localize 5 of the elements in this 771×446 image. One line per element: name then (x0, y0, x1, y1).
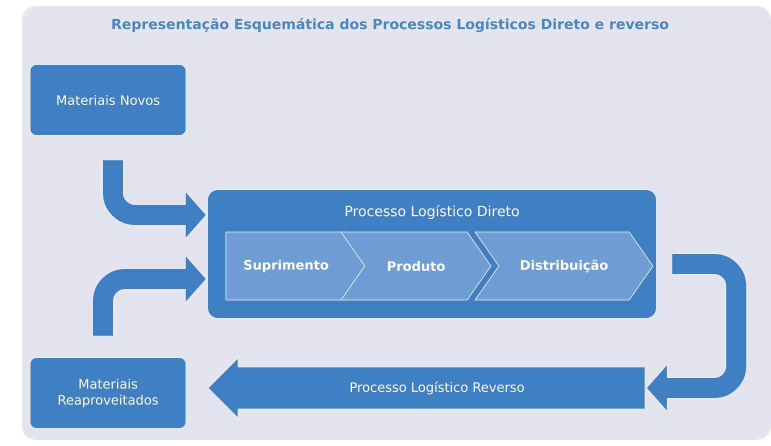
process-box: Materiais Reaproveitados (30, 358, 186, 428)
chevron-step: Produto (340, 232, 492, 300)
process-box: Materiais Novos (30, 65, 186, 135)
chevron-step: Distribuição (474, 232, 654, 300)
title: Representação Esquemática dos Processos Logísticos Direto e reverso (112, 18, 668, 32)
